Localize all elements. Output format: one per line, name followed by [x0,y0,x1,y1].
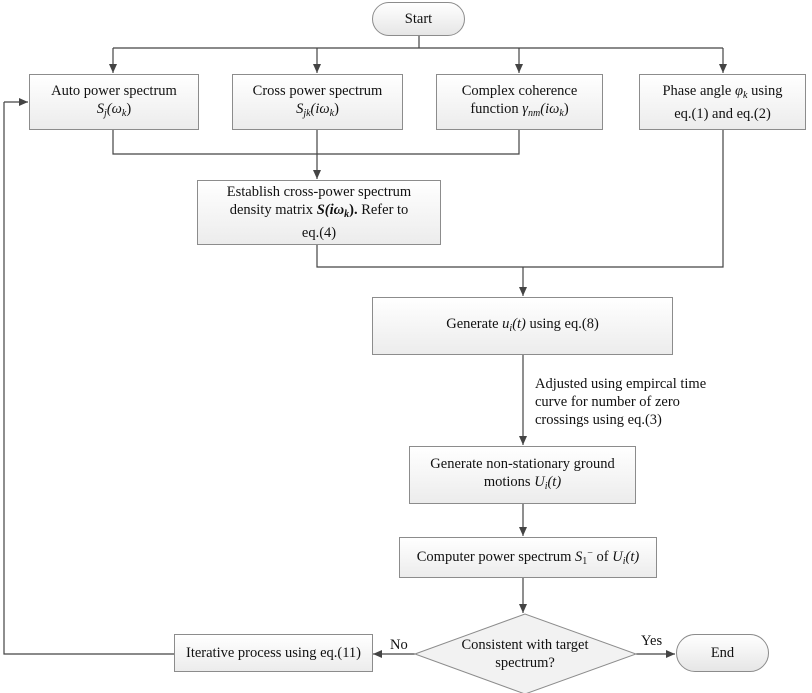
edge-matrix-merge [316,130,724,268]
start-node: Start [372,2,465,36]
edge-spectra-merge [112,130,520,155]
end-label: End [710,644,735,661]
computer-power-spectrum-box: Computer power spectrum S1− of Ui(t) [399,537,657,578]
yes-label: Yes [641,633,663,649]
cross-symbol: Sjk(iωk) [296,100,339,119]
nonstationary-motions-box: Generate non-stationary ground motions U… [409,446,636,504]
auto-symbol: Sj(ωk) [96,100,132,119]
nonstat-line1: Generate non-stationary ground [430,455,615,472]
computer-line: Computer power spectrum S1− of Ui(t) [416,547,640,567]
end-node: End [676,634,769,672]
decision-text: Consistent with target spectrum? [461,637,589,671]
matrix-line1: Establish cross-power spectrum [226,184,412,200]
cross-power-matrix-box: Establish cross-power spectrum density m… [197,180,441,245]
no-label: No [390,637,408,653]
start-label: Start [404,10,433,27]
generate-ui-box: Generate ui(t) using eq.(8) [372,297,673,355]
decision-diamond [413,613,638,693]
phase-angle-box: Phase angle φk using eq.(1) and eq.(2) [639,74,806,130]
matrix-line2: density matrix S(iωk). Refer to [229,202,409,220]
auto-power-spectrum-box: Auto power spectrum Sj(ωk) [29,74,199,130]
coherence-line1: Complex coherence [461,82,578,99]
nonstat-line2: motions Ui(t) [483,473,562,492]
phase-line2: eq.(1) and eq.(2) [674,105,771,122]
auto-line1: Auto power spectrum [51,82,177,99]
iterative-label: Iterative process using eq.(11) [185,645,361,661]
phase-line1: Phase angle φk using [662,82,783,101]
coherence-function-box: Complex coherence function γnm(iωk) [436,74,603,130]
edge-loop [3,102,174,655]
cross-power-spectrum-box: Cross power spectrum Sjk(iωk) [232,74,403,130]
adjust-label: Adjusted using empircal time curve for n… [535,376,707,428]
iterative-process-box: Iterative process using eq.(11) [174,634,373,672]
coherence-line2: function γnm(iωk) [470,100,569,119]
matrix-line3: eq.(4) [301,225,337,241]
cross-line1: Cross power spectrum [252,82,383,99]
generate-line: Generate ui(t) using eq.(8) [446,315,599,334]
